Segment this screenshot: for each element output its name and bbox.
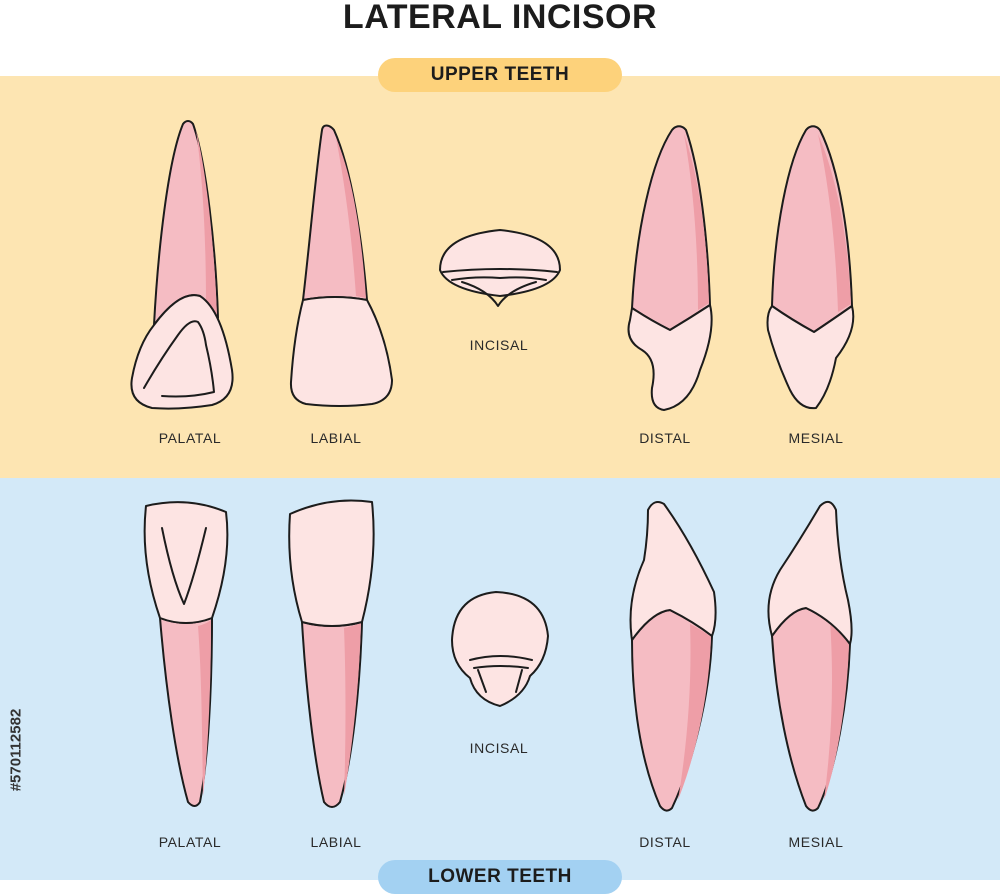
upper-mesial-label: MESIAL	[788, 430, 844, 446]
lower-distal-label: DISTAL	[639, 834, 691, 850]
upper-distal-label: DISTAL	[639, 430, 691, 446]
upper-palatal-tooth	[130, 120, 234, 410]
page-title: LATERAL INCISOR	[342, 0, 658, 36]
upper-incisal-tooth	[439, 229, 561, 307]
lower-incisal-tooth	[451, 591, 549, 707]
lower-labial-tooth	[288, 499, 375, 808]
upper-incisal-label: INCISAL	[469, 337, 529, 353]
stock-id-text: #570112582	[7, 708, 25, 792]
upper-labial-label: LABIAL	[310, 430, 362, 446]
lower-palatal-tooth	[143, 501, 229, 807]
lower-labial-label: LABIAL	[310, 834, 362, 850]
upper-mesial-tooth	[766, 125, 855, 410]
upper-teeth-heading: UPPER TEETH	[378, 58, 622, 92]
lower-mesial-tooth	[767, 500, 853, 812]
upper-distal-tooth	[627, 125, 713, 411]
lower-distal-tooth	[629, 501, 717, 812]
upper-labial-tooth	[289, 124, 393, 407]
lower-incisal-label: INCISAL	[469, 740, 529, 756]
stock-id: #570112582	[4, 660, 28, 840]
upper-palatal-label: PALATAL	[158, 430, 222, 446]
lower-teeth-heading: LOWER TEETH	[378, 860, 622, 894]
lower-mesial-label: MESIAL	[788, 834, 844, 850]
lower-palatal-label: PALATAL	[158, 834, 222, 850]
